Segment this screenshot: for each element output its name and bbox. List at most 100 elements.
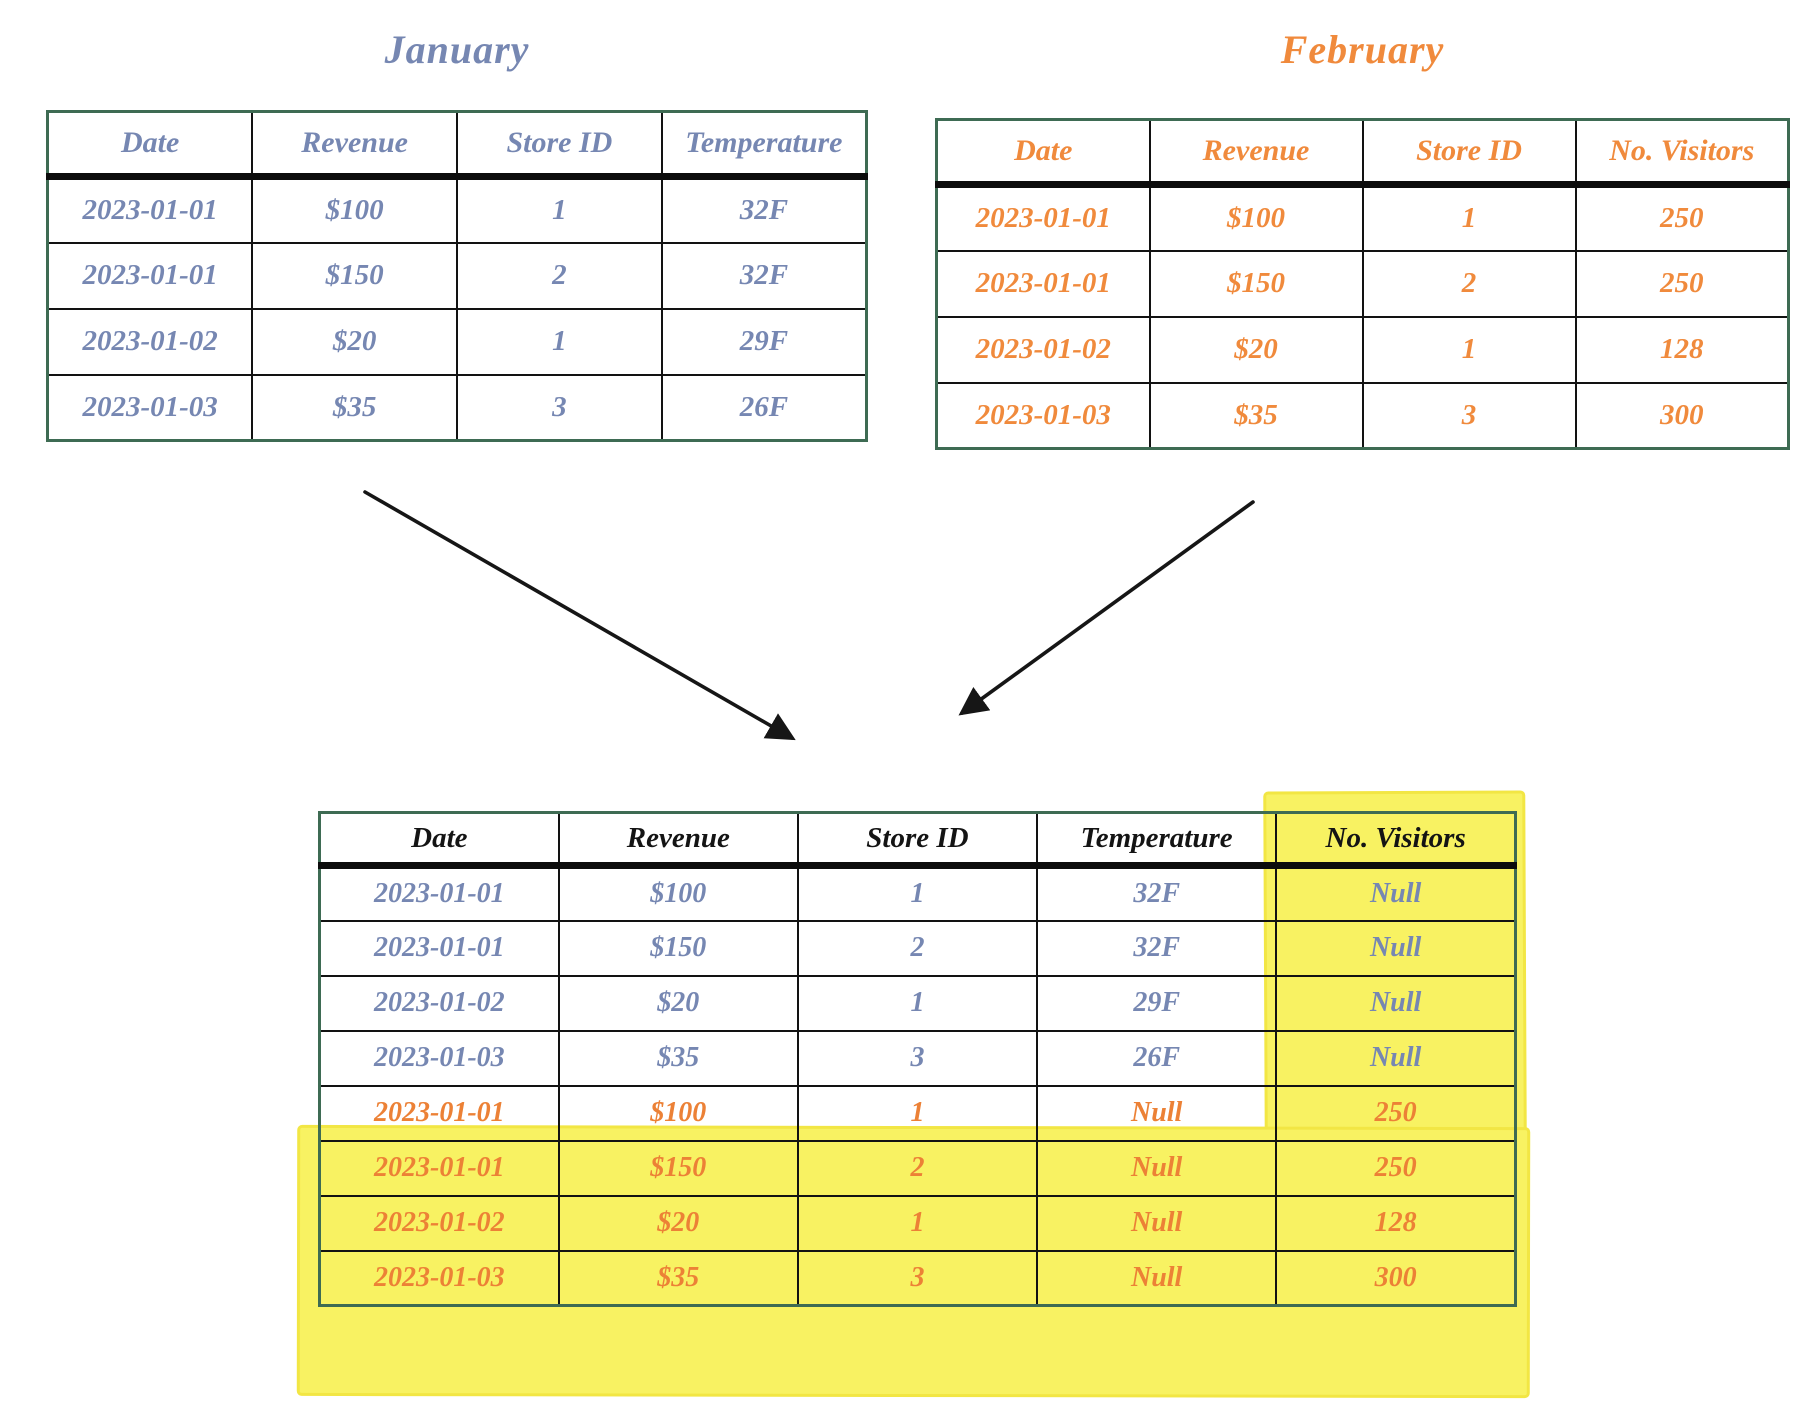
column-header: Date	[935, 118, 1151, 188]
table-cell: 250	[1574, 249, 1790, 318]
table-cell: 1	[796, 974, 1039, 1032]
table-cell: Null	[1275, 864, 1517, 922]
table-cell: $20	[1148, 315, 1364, 384]
table-cell: 32F	[1036, 919, 1278, 977]
table-cell: $150	[251, 241, 458, 310]
column-header: No. Visitors	[1574, 118, 1790, 188]
table-cell: 32F	[1036, 864, 1278, 922]
column-header: Date	[46, 110, 254, 180]
table-cell: 1	[1361, 315, 1577, 384]
table-cell: 250	[1574, 183, 1790, 252]
table-cell: 2023-01-01	[46, 241, 254, 310]
table-cell: $20	[557, 1194, 799, 1252]
february-title: February	[1280, 27, 1445, 72]
table-cell: $100	[251, 175, 458, 244]
table-cell: $100	[557, 864, 799, 922]
table-cell: 2023-01-01	[318, 1084, 560, 1142]
table-cell: 128	[1275, 1194, 1517, 1252]
column-header: Store ID	[1361, 118, 1577, 188]
table-cell: 300	[1275, 1249, 1517, 1307]
table-cell: Null	[1036, 1084, 1278, 1142]
table-cell: 32F	[660, 241, 868, 310]
table-cell: 3	[796, 1029, 1039, 1087]
column-header: Temperature	[1036, 811, 1278, 869]
table-cell: $150	[1148, 249, 1364, 318]
column-header: Revenue	[1148, 118, 1364, 188]
table-cell: Null	[1036, 1139, 1278, 1197]
table-cell: 2023-01-03	[318, 1249, 560, 1307]
table-cell: 2023-01-01	[46, 175, 254, 244]
table-cell: 250	[1275, 1084, 1517, 1142]
table-cell: $150	[557, 919, 799, 977]
table-cell: 26F	[660, 373, 868, 442]
table-cell: Null	[1036, 1249, 1278, 1307]
table-cell: 32F	[660, 175, 868, 244]
table-cell: 1	[456, 175, 663, 244]
table-cell: $35	[557, 1249, 799, 1307]
table-cell: 2023-01-02	[318, 974, 560, 1032]
table-cell: 128	[1574, 315, 1790, 384]
column-header: Date	[318, 811, 560, 869]
table-cell: 1	[456, 307, 663, 376]
table-cell: 26F	[1036, 1029, 1278, 1087]
table-cell: 3	[1361, 381, 1577, 450]
table-cell: $35	[1148, 381, 1364, 450]
table-cell: 1	[796, 1194, 1039, 1252]
column-header: Store ID	[796, 811, 1039, 869]
february-arrow	[958, 500, 1255, 716]
table-cell: 1	[1361, 183, 1577, 252]
table-cell: 2023-01-02	[46, 307, 254, 376]
table-cell: 2023-01-02	[318, 1194, 560, 1252]
table-cell: 2	[796, 1139, 1039, 1197]
column-header: Store ID	[456, 110, 663, 180]
table-cell: 250	[1275, 1139, 1517, 1197]
table-cell: $20	[557, 974, 799, 1032]
table-cell: 2023-01-01	[318, 1139, 560, 1197]
table-cell: 300	[1574, 381, 1790, 450]
table-cell: 2023-01-03	[935, 381, 1151, 450]
table-cell: $35	[251, 373, 458, 442]
column-header: No. Visitors	[1275, 811, 1517, 869]
table-cell: $35	[557, 1029, 799, 1087]
table-cell: $100	[557, 1084, 799, 1142]
table-cell: 1	[796, 1084, 1039, 1142]
table-cell: 2	[1361, 249, 1577, 318]
table-cell: 3	[796, 1249, 1039, 1307]
table-cell: 3	[456, 373, 663, 442]
table-cell: Null	[1036, 1194, 1278, 1252]
table-cell: 2023-01-03	[318, 1029, 560, 1087]
table-cell: 2023-01-01	[935, 249, 1151, 318]
column-header: Revenue	[251, 110, 458, 180]
column-header: Temperature	[660, 110, 868, 180]
table-cell: $100	[1148, 183, 1364, 252]
table-cell: 2	[456, 241, 663, 310]
table-cell: 2	[796, 919, 1039, 977]
table-cell: 29F	[1036, 974, 1278, 1032]
table-cell: 2023-01-03	[46, 373, 254, 442]
table-cell: 1	[796, 864, 1039, 922]
january-title: January	[384, 27, 530, 72]
table-cell: Null	[1275, 1029, 1517, 1087]
table-cell: $150	[557, 1139, 799, 1197]
january-arrow	[363, 490, 796, 741]
